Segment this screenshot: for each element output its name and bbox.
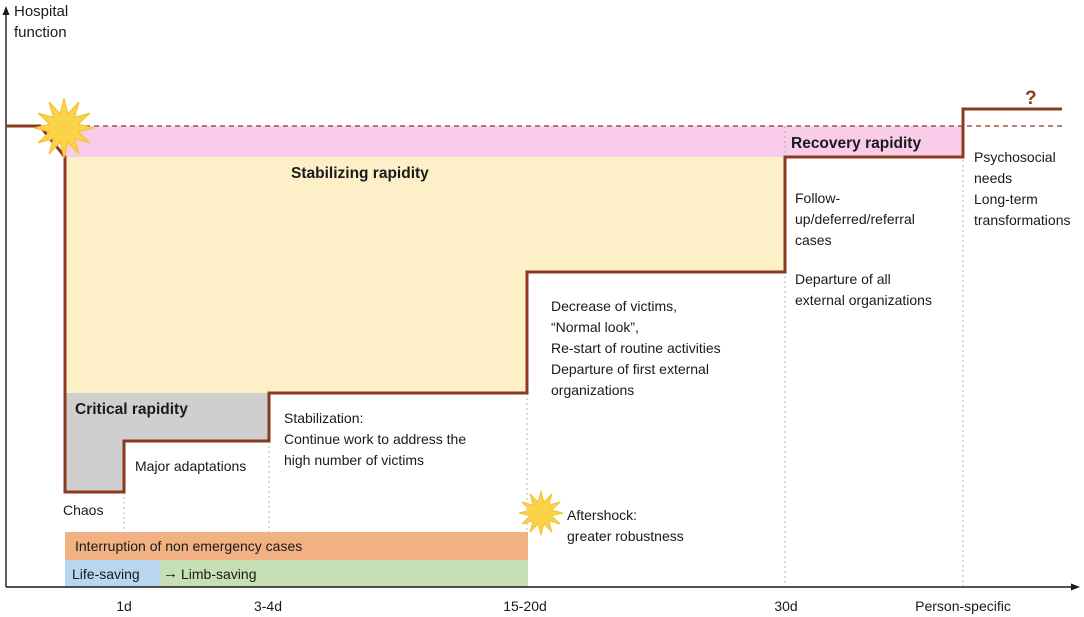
critical-label: Critical rapidity (75, 401, 188, 418)
decrease-victims-label: Decrease of victims, “Normal look”, Re-s… (551, 298, 721, 398)
y-axis-arrowhead (2, 6, 10, 15)
stabilizing-label: Stabilizing rapidity (291, 165, 429, 182)
x-tick-30d: 30d (774, 598, 798, 614)
x-tick-1d: 1d (116, 598, 132, 614)
recovery-label: Recovery rapidity (791, 135, 922, 152)
region-cutout-1 (527, 272, 785, 394)
interruption-bar (65, 532, 528, 560)
major-adaptations-label: Major adaptations (135, 458, 247, 474)
aftershock-star-icon (518, 490, 564, 536)
follow-up-label: Follow- up/deferred/referral cases (795, 190, 915, 248)
limb-saving-label: Limb-saving (181, 566, 257, 582)
departure-all-label: Departure of all external organizations (795, 271, 932, 308)
aftershock-label: Aftershock: greater robustness (567, 507, 684, 544)
life-saving-label: Life-saving (72, 566, 140, 582)
x-tick-person-specific: Person-specific (915, 598, 1011, 614)
arrow-icon: → (163, 565, 178, 582)
function-line (6, 107, 1062, 494)
x-axis-arrowhead (1071, 583, 1080, 591)
limb-saving-bar (160, 560, 528, 587)
x-tick-3-4d: 3-4d (253, 598, 283, 614)
recovery-region (65, 126, 963, 157)
psychosocial-label: Psychosocial needs Long-term transformat… (974, 149, 1071, 228)
chaos-label: Chaos (63, 502, 104, 518)
x-tick-15-20d: 15-20d (503, 598, 547, 614)
question-mark: ? (1025, 88, 1037, 109)
event-star-icon (33, 97, 95, 159)
stabilization-label: Stabilization: Continue work to address … (284, 410, 467, 468)
region-cutout-2 (124, 441, 270, 493)
y-axis-label: Hospital function (14, 3, 69, 41)
interruption-label: Interruption of non emergency cases (75, 538, 303, 554)
life-saving-bar (65, 560, 160, 587)
